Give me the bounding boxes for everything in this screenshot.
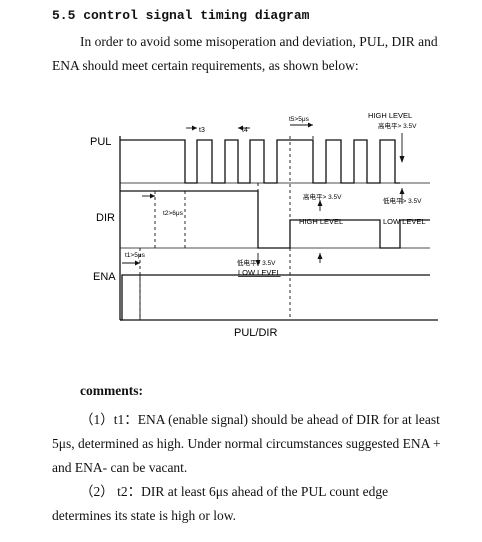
pul-waveform <box>120 139 400 184</box>
low-cn-ena: 低电平> 3.5V <box>237 258 276 267</box>
ena-label: ENA <box>93 271 116 283</box>
low-cn-dir: 低电平> 3.5V <box>383 196 422 205</box>
t4-label: t4 <box>242 127 248 134</box>
comment-2: （2） t2：DIR at least 6μs ahead of the PUL… <box>52 484 389 523</box>
low-level-dir: LOW LEVEL <box>383 217 426 226</box>
t1-label: t1>5μs <box>125 252 146 259</box>
comment-1: （1）t1：ENA (enable signal) should be ahea… <box>52 412 441 475</box>
intro-paragraph: In order to avoid some misoperation and … <box>52 34 438 73</box>
comments-title: comments: <box>80 383 143 398</box>
dir-label: DIR <box>96 212 115 224</box>
high-cn-dir: 高电平> 3.5V <box>303 192 342 201</box>
low-level-ena: LOW LEVEL <box>238 268 281 277</box>
axis-label: PUL/DIR <box>234 327 277 339</box>
t3-label: t3 <box>199 127 205 134</box>
pul-label: PUL <box>90 136 111 148</box>
t2-label: t2>6μs <box>163 210 184 217</box>
timing-diagram: PUL DIR ENA t3 t4 t5>5μs t2>6μs t1>5μs H… <box>90 111 438 339</box>
high-level-dir: HIGH LEVEL <box>299 217 343 226</box>
section-heading: 5.5 control signal timing diagram <box>52 8 310 23</box>
ena-waveform <box>120 274 430 321</box>
high-level-top: HIGH LEVEL <box>368 111 412 120</box>
high-cn-top: 高电平> 3.5V <box>378 121 417 130</box>
t5-label: t5>5μs <box>289 116 310 123</box>
